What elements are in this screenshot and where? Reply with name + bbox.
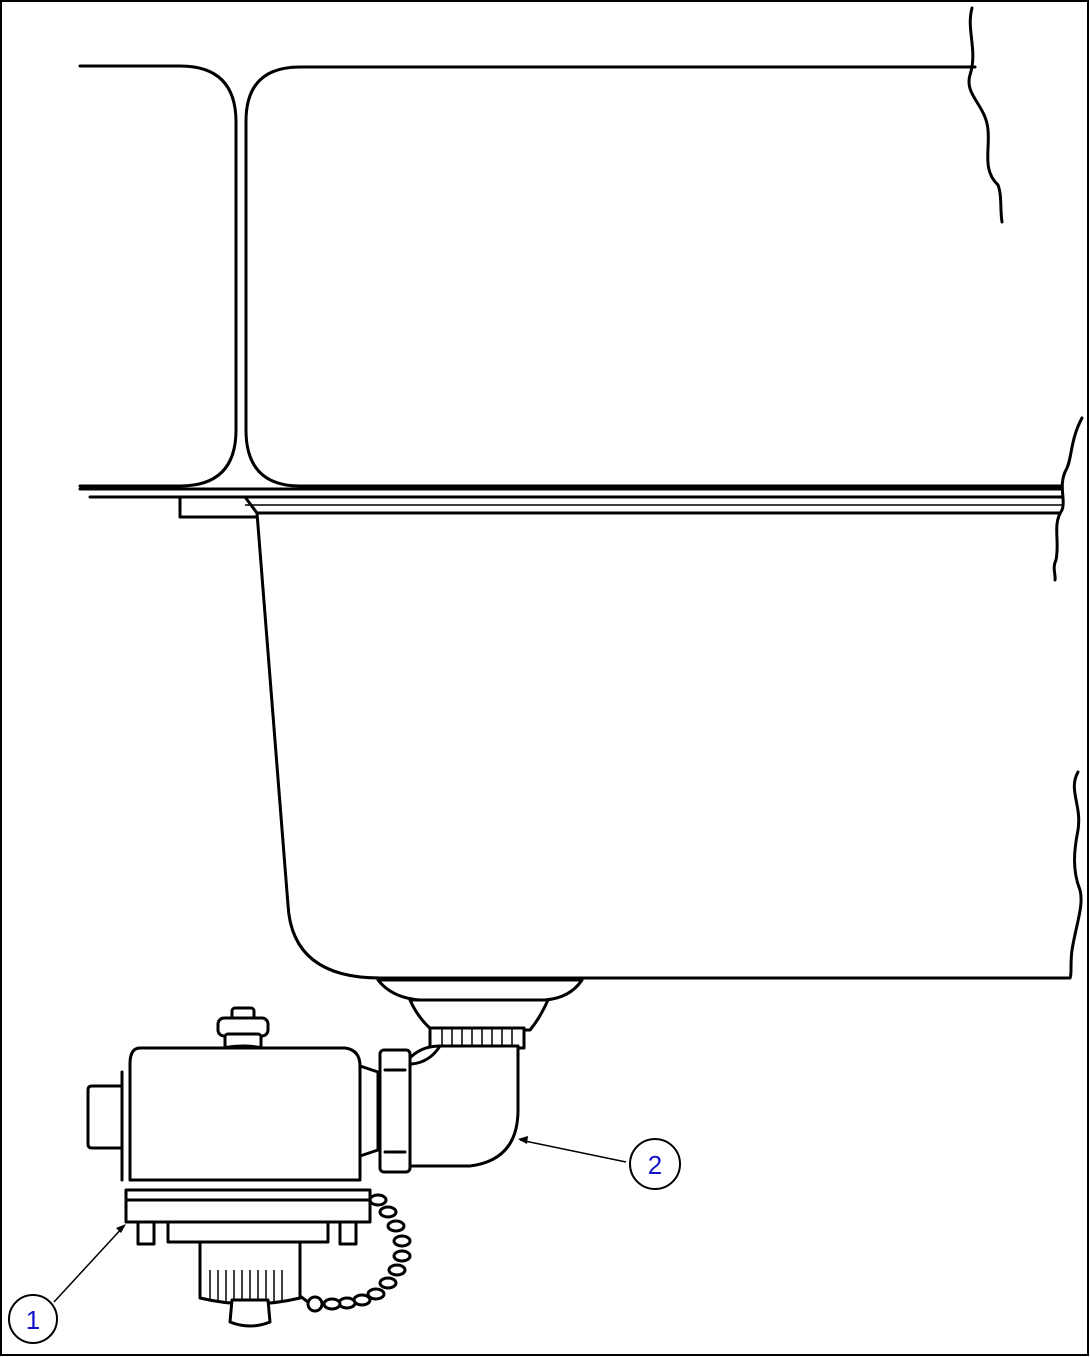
leader-line-2	[519, 1139, 627, 1163]
bolt-left	[136, 1220, 156, 1246]
callout-1-label: 1	[26, 1305, 40, 1335]
callout-2: 2	[629, 1138, 681, 1190]
elbow-inner-curve	[410, 1044, 442, 1066]
cap-tab	[228, 1298, 272, 1328]
callout-1: 1	[8, 1294, 58, 1344]
valve-side-knob	[86, 1084, 124, 1150]
upper-panel	[244, 65, 1064, 488]
tank-body	[255, 511, 1070, 980]
drain-neck	[408, 998, 550, 1032]
flange-step	[178, 495, 259, 519]
break-line-bottom	[1068, 770, 1083, 980]
cap-grip-lines	[209, 1270, 283, 1304]
leader-arrow-1	[116, 1224, 126, 1233]
leader-arrow-2	[518, 1136, 528, 1144]
valve-base-plate	[124, 1188, 372, 1224]
coupling	[358, 1064, 380, 1158]
break-line-top	[967, 6, 1004, 224]
left-panel	[78, 64, 238, 488]
flange-corner	[243, 495, 259, 515]
tank-drain-boss	[376, 978, 584, 1002]
callout-2-label: 2	[648, 1150, 662, 1180]
bolt-right	[338, 1220, 358, 1246]
cap-chain	[298, 1193, 412, 1313]
elbow-fitting	[406, 1044, 520, 1168]
valve-lower-block	[166, 1220, 330, 1244]
break-line-middle	[1052, 416, 1084, 582]
elbow-nut	[378, 1048, 412, 1174]
valve-body	[128, 1046, 362, 1182]
leader-line-1	[53, 1225, 125, 1303]
